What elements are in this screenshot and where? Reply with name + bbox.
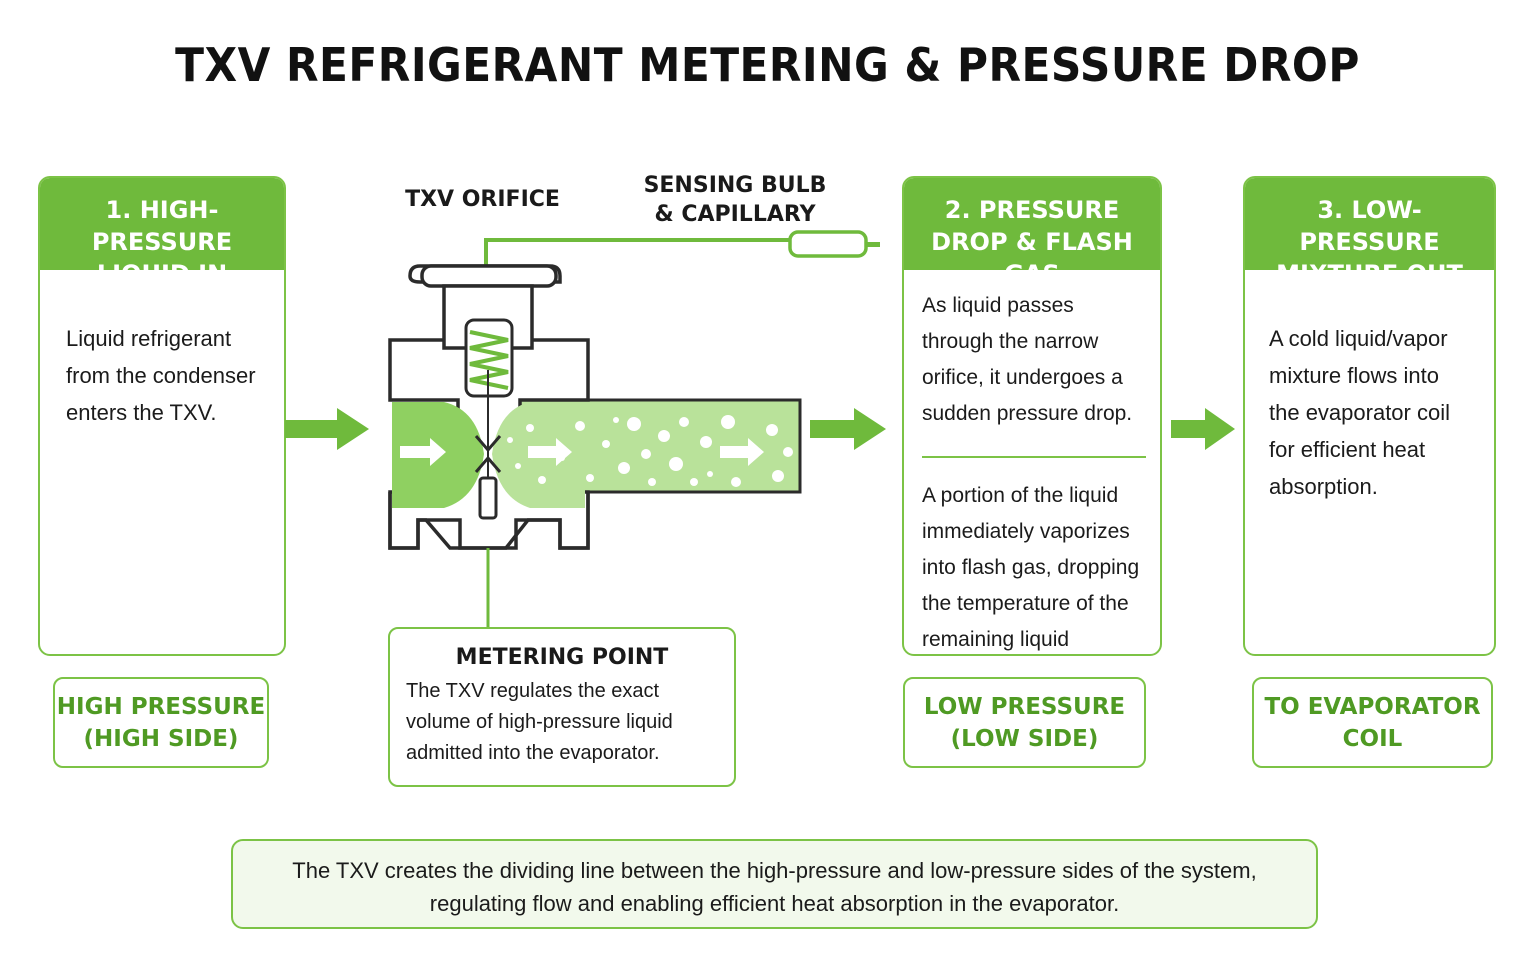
badge-line: TO EVAPORATOR — [1264, 693, 1481, 720]
flash-gas-bubbles — [507, 415, 793, 487]
step-1-line: Liquid refrigerant — [66, 326, 232, 351]
flow-arrow-icon — [810, 408, 886, 450]
sensing-bulb-label-line-1: SENSING BULB — [643, 173, 827, 198]
step-1-heading: 1. HIGH-PRESSURE LIQUID IN — [40, 178, 284, 288]
summary-line-2: regulating flow and enabling efficient h… — [429, 891, 1120, 916]
step-1-line: from the condenser — [66, 363, 256, 388]
step-1-text: Liquid refrigerant from the condenser en… — [40, 270, 284, 431]
step-2-paragraph-2: A portion of the liquid immediately vapo… — [922, 484, 1140, 651]
metering-point-text: The TXV regulates the exact volume of hi… — [406, 680, 673, 764]
badge-line: (LOW SIDE) — [950, 725, 1099, 752]
badge-line: (HIGH SIDE) — [83, 725, 239, 752]
step-3-card: 3. LOW-PRESSURE MIXTURE OUT A cold liqui… — [1243, 176, 1496, 656]
metering-point-title: METERING POINT — [455, 645, 669, 670]
metering-point-callout: METERING POINT The TXV regulates the exa… — [388, 627, 736, 787]
low-pressure-badge: LOW PRESSURE (LOW SIDE) — [903, 677, 1146, 768]
step-3-line: mixture flows into — [1269, 363, 1439, 388]
high-pressure-badge: HIGH PRESSURE (HIGH SIDE) — [53, 677, 269, 768]
divider — [922, 456, 1146, 458]
summary-line-1: The TXV creates the dividing line betwee… — [292, 858, 1257, 883]
flow-arrow-icon — [1171, 408, 1235, 450]
sensing-bulb-icon — [788, 230, 868, 258]
step-3-heading: 3. LOW-PRESSURE MIXTURE OUT — [1245, 178, 1494, 288]
bonnet-cap — [420, 264, 558, 288]
step-3-line: A cold liquid/vapor — [1269, 326, 1448, 351]
txv-valve-illustration — [388, 230, 880, 628]
badge-line: HIGH PRESSURE — [56, 693, 266, 720]
txv-orifice-label: TXV ORIFICE — [405, 187, 560, 212]
step-2-card: 2. PRESSURE DROP & FLASH GAS As liquid p… — [902, 176, 1162, 656]
step-3-line: for efficient heat — [1269, 437, 1426, 462]
sensing-bulb-label-line-2: & CAPILLARY — [654, 202, 816, 227]
step-3-text: A cold liquid/vapor mixture flows into t… — [1245, 270, 1494, 505]
step-3-line: absorption. — [1269, 474, 1378, 499]
valve-pin — [478, 476, 498, 520]
summary-footer: The TXV creates the dividing line betwee… — [231, 839, 1318, 929]
sensing-bulb-label: SENSING BULB & CAPILLARY — [640, 171, 830, 229]
step-1-line: enters the TXV. — [66, 400, 217, 425]
diagram-title: TXV REFRIGERANT METERING & PRESSURE DROP — [175, 38, 1360, 92]
to-evaporator-badge: TO EVAPORATOR COIL — [1252, 677, 1493, 768]
badge-line: COIL — [1342, 725, 1403, 752]
spring-icon — [469, 330, 509, 390]
step-1-card: 1. HIGH-PRESSURE LIQUID IN Liquid refrig… — [38, 176, 286, 656]
badge-line: LOW PRESSURE — [923, 693, 1126, 720]
step-2-heading: 2. PRESSURE DROP & FLASH GAS — [904, 178, 1160, 288]
flow-arrow-icon — [285, 408, 369, 450]
step-2-text: As liquid passes through the narrow orif… — [904, 270, 1160, 654]
step-2-paragraph-1: As liquid passes through the narrow orif… — [922, 294, 1133, 425]
step-3-line: the evaporator coil — [1269, 400, 1450, 425]
